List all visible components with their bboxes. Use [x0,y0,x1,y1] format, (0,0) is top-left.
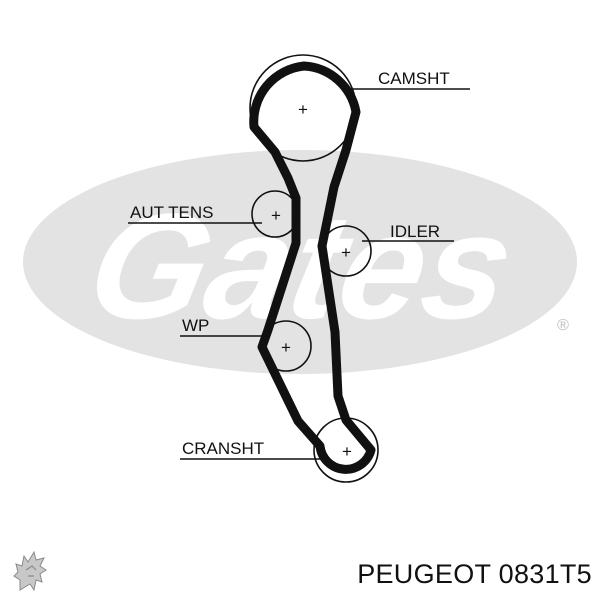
camshaft-pulley [249,54,357,162]
idler-label: IDLER [390,222,440,241]
idler-center-mark: + [341,243,351,262]
peugeot-lion-icon [13,550,47,592]
watermark-brand: Gates [75,184,527,351]
crankshaft-center-mark: + [342,442,352,461]
watermark-registered-mark: ® [557,317,569,334]
idler-pulley [320,225,372,277]
water-pump-label: WP [182,316,209,335]
watermark-oval [23,150,577,374]
crankshaft-pulley [313,417,379,483]
camshaft-center-mark: + [298,100,308,119]
tensioner-pulley [251,190,299,238]
tensioner-center-mark: + [271,206,281,225]
camshaft-label: CAMSHT [378,69,450,88]
gates-watermark: Gates ® [23,150,577,374]
part-caption: PEUGEOT 0831T5 [357,559,592,589]
water-pump-pulley [260,320,312,372]
tensioner-label: AUT TENS [130,203,213,222]
water-pump-center-mark: + [281,338,291,357]
crankshaft-label: CRANSHT [182,439,264,458]
timing-belt [249,61,376,474]
